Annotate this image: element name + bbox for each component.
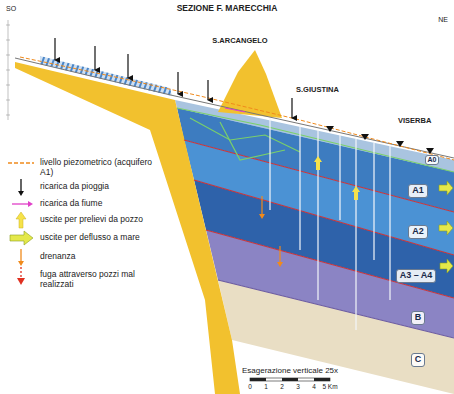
scale-caption: Esagerazione verticale 25x xyxy=(242,367,338,376)
aquifer-label: A3 – A4 xyxy=(396,269,437,283)
legend-text: uscite per deflusso a mare xyxy=(40,233,152,243)
scale-number: 0 xyxy=(248,383,252,390)
legend-sample xyxy=(6,177,36,199)
legend-text: fuga attraverso pozzi mal realizzati xyxy=(40,270,152,290)
scale-number: 3 xyxy=(296,383,300,390)
aquifer-label: A2 xyxy=(408,225,428,239)
place-label: VISERBA xyxy=(398,117,431,125)
scale-number: 5 Km xyxy=(322,383,337,390)
aquifer-name: A0 xyxy=(428,156,437,164)
aquifer-name: A1 xyxy=(412,186,424,196)
legend-text: ricarica da pioggia xyxy=(40,182,152,192)
aquifer-name: A2 xyxy=(412,227,424,237)
diagram-title: SEZIONE F. MARECCHIA xyxy=(177,4,278,13)
legend-text: drenanza xyxy=(40,252,152,262)
aquifer-label: C xyxy=(411,353,426,367)
aquifer-label: B xyxy=(411,311,426,325)
legend-sample xyxy=(6,265,36,287)
scale-number: 2 xyxy=(280,383,284,390)
aquifer-label: A1 xyxy=(408,184,428,198)
aquifer-name: A3 – A4 xyxy=(400,271,433,281)
aquifer-label: A0 xyxy=(425,155,440,165)
legend-text: livello piezometrico (acquifero A1) xyxy=(40,158,152,178)
scale-number: 1 xyxy=(264,383,268,390)
aquifer-name: B xyxy=(415,313,422,323)
place-label: NE xyxy=(438,16,448,24)
place-label: S.GIUSTINA xyxy=(296,86,339,94)
aquifer-name: C xyxy=(415,355,422,365)
legend-sample xyxy=(6,153,36,175)
legend-text: ricarica da fiume xyxy=(40,199,152,209)
place-label: SO xyxy=(6,5,16,13)
legend-sample xyxy=(6,247,36,269)
place-label: S.ARCANGELO xyxy=(212,37,267,45)
scale-number: 4 xyxy=(312,383,316,390)
legend-sample xyxy=(6,210,36,232)
legend-sample xyxy=(6,228,36,250)
legend-text: uscite per prelievi da pozzo xyxy=(40,215,152,225)
